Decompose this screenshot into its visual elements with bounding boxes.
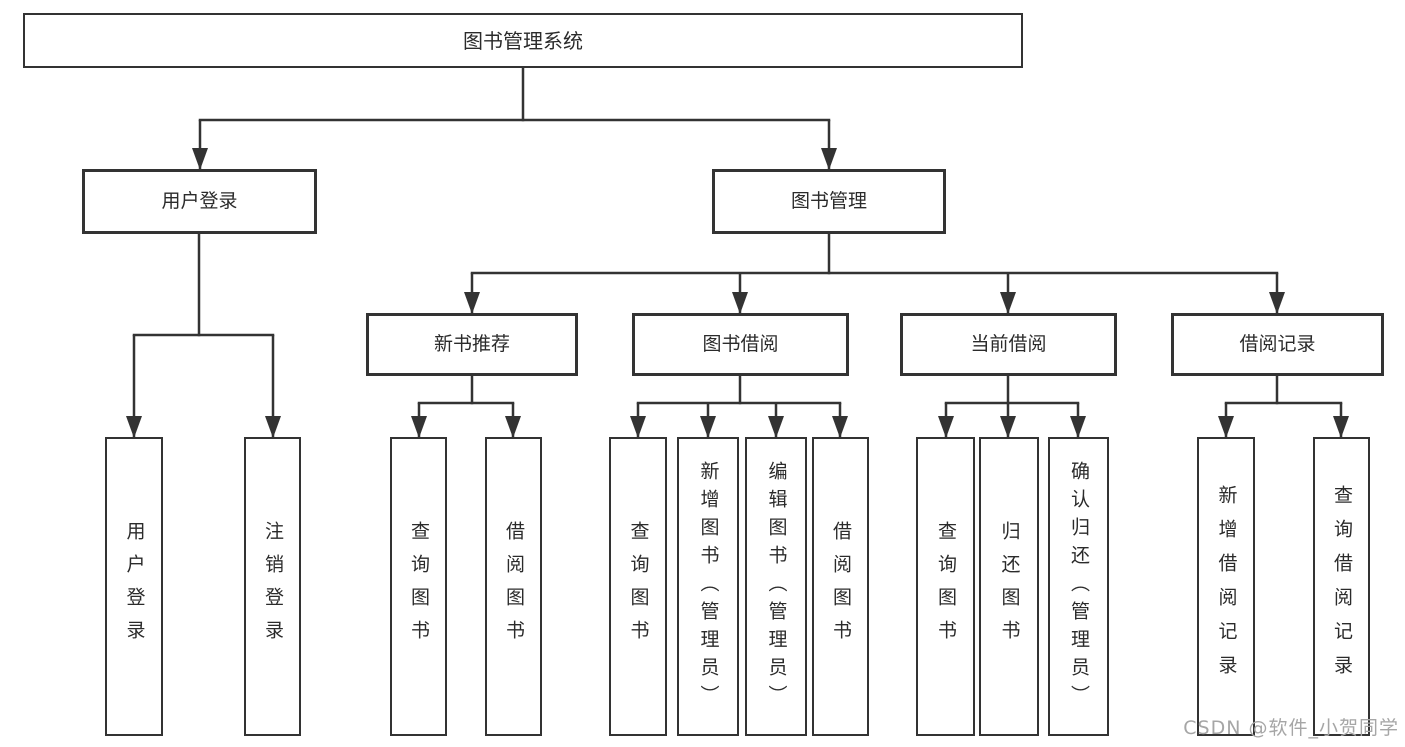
node-leaf-add-record-label: 新增借阅记录: [1215, 484, 1238, 689]
node-leaf-query-book-3-label: 查询图书: [935, 520, 957, 653]
node-leaf-user-login-label: 用户登录: [123, 520, 146, 653]
node-leaf-borrow-book-2: 借阅图书: [812, 437, 869, 736]
node-leaf-query-record-label: 查询借阅记录: [1331, 484, 1353, 689]
node-leaf-edit-book: 编辑图书（管理员）: [745, 437, 807, 736]
node-leaf-query-record: 查询借阅记录: [1313, 437, 1370, 736]
node-leaf-query-book-3: 查询图书: [916, 437, 975, 736]
node-leaf-confirm-return-label: 确认归还（管理员）: [1068, 460, 1090, 713]
node-root: 图书管理系统: [23, 13, 1023, 68]
node-leaf-query-book-1: 查询图书: [390, 437, 447, 736]
node-leaf-borrow-book-1: 借阅图书: [485, 437, 542, 736]
node-leaf-add-book-label: 新增图书（管理员）: [697, 460, 720, 713]
node-current-borrow: 当前借阅: [900, 313, 1117, 376]
node-leaf-user-login: 用户登录: [105, 437, 163, 736]
node-current-borrow-label: 当前借阅: [970, 333, 1047, 355]
node-leaf-query-book-2-label: 查询图书: [627, 520, 650, 653]
node-borrow-record-label: 借阅记录: [1239, 333, 1316, 355]
node-leaf-query-book-2: 查询图书: [609, 437, 667, 736]
node-leaf-return-book: 归还图书: [979, 437, 1039, 736]
node-leaf-logout: 注销登录: [244, 437, 301, 736]
node-leaf-logout-label: 注销登录: [262, 520, 284, 653]
node-book-mgmt-label: 图书管理: [790, 190, 867, 212]
node-book-mgmt: 图书管理: [712, 169, 946, 234]
node-leaf-borrow-book-1-label: 借阅图书: [503, 520, 525, 653]
node-leaf-query-book-1-label: 查询图书: [408, 520, 430, 653]
node-leaf-add-book: 新增图书（管理员）: [677, 437, 739, 736]
csdn-watermark: CSDN @软件_小贺同学: [1183, 717, 1399, 739]
node-new-book-rec: 新书推荐: [366, 313, 578, 376]
node-user-login: 用户登录: [82, 169, 317, 234]
node-leaf-edit-book-label: 编辑图书（管理员）: [765, 460, 788, 713]
node-book-borrow: 图书借阅: [632, 313, 849, 376]
node-leaf-confirm-return: 确认归还（管理员）: [1048, 437, 1109, 736]
node-leaf-return-book-label: 归还图书: [998, 520, 1021, 653]
node-user-login-label: 用户登录: [161, 190, 238, 212]
node-leaf-add-record: 新增借阅记录: [1197, 437, 1255, 736]
node-borrow-record: 借阅记录: [1171, 313, 1384, 376]
node-root-label: 图书管理系统: [463, 28, 583, 53]
node-leaf-borrow-book-2-label: 借阅图书: [830, 520, 852, 653]
node-new-book-rec-label: 新书推荐: [433, 333, 510, 355]
node-book-borrow-label: 图书借阅: [702, 333, 779, 355]
